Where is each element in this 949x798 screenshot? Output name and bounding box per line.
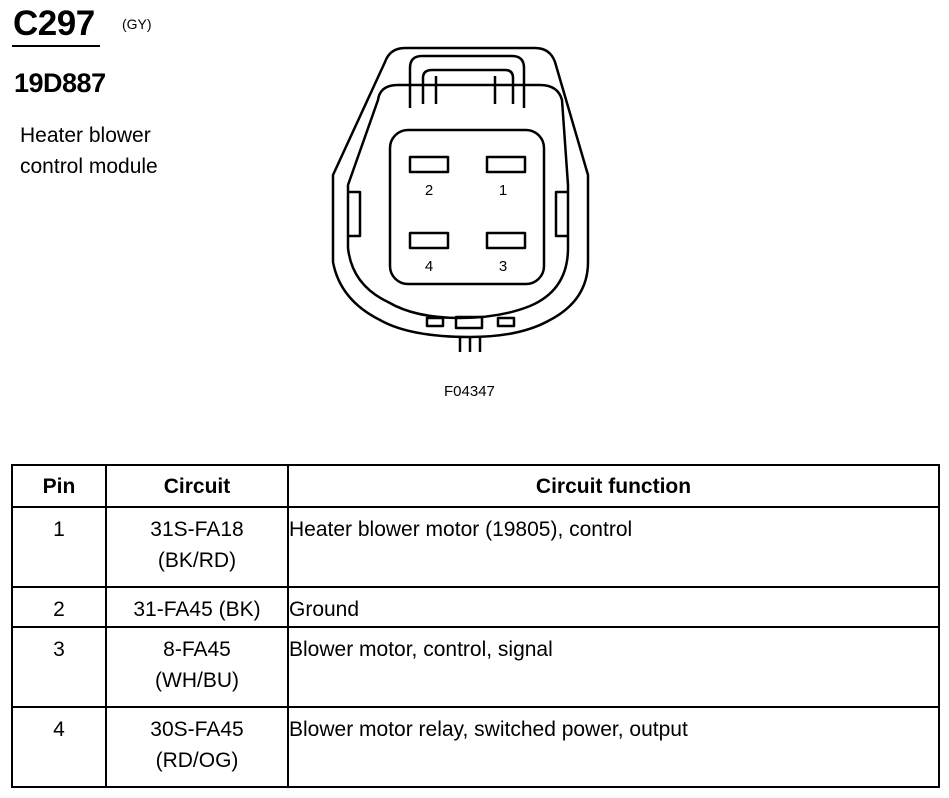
column-header-circuit: Circuit [105,464,289,508]
function-cell: Heater blower motor (19805), control [287,506,940,588]
color-code: (GY) [122,16,152,32]
terminal-2 [408,155,450,174]
table-header-row: Pin Circuit Circuit function [11,464,940,508]
terminal-3 [485,231,527,250]
pinout-table: Pin Circuit Circuit function 1 31S-FA18 … [11,464,940,788]
function-cell: Blower motor, control, signal [287,626,940,708]
terminal-1 [485,155,527,174]
terminal-label: 1 [499,182,507,199]
circuit-line: (BK/RD) [157,549,237,572]
circuit-cell: 31S-FA18 (BK/RD) [105,506,289,588]
component-description: Heater blower control module [20,120,220,182]
pin-cell: 1 [11,506,107,588]
table-row: 3 8-FA45 (WH/BU) Blower motor, control, … [11,626,940,708]
circuit-line: 31-FA45 (BK) [133,598,261,621]
right-side-key [554,190,568,238]
pin-cell: 3 [11,626,107,708]
figure-id: F04347 [444,383,495,400]
circuit-cell: 8-FA45 (WH/BU) [105,626,289,708]
table-row: 4 30S-FA45 (RD/OG) Blower motor relay, s… [11,706,940,788]
table-row: 2 31-FA45 (BK) Ground [11,586,940,628]
locking-tab [408,54,526,108]
left-side-key [348,190,362,238]
column-header-function: Circuit function [287,464,940,508]
terminal-label: 2 [425,182,433,199]
circuit-line: 30S-FA45 [150,718,244,741]
circuit-line: (WH/BU) [155,669,239,692]
table-row: 1 31S-FA18 (BK/RD) Heater blower motor (… [11,506,940,588]
locking-tab-inner [421,68,515,104]
description-line: control module [20,155,158,178]
circuit-line: 8-FA45 [163,638,231,661]
function-cell: Ground [287,586,940,628]
terminal-4 [408,231,450,250]
circuit-cell: 31-FA45 (BK) [105,586,289,628]
bottom-rib-left [425,316,445,328]
terminal-cavity [388,128,546,286]
bottom-rib-center [454,315,484,330]
connector-face-diagram: 2 1 4 3 [331,46,590,352]
pin-cell: 4 [11,706,107,788]
pin-cell: 2 [11,586,107,628]
circuit-line: (RD/OG) [155,749,239,772]
terminal-label: 4 [425,258,433,275]
column-header-pin: Pin [11,464,107,508]
connector-id-underline [12,45,100,47]
part-number: 19D887 [14,68,106,98]
circuit-cell: 30S-FA45 (RD/OG) [105,706,289,788]
terminal-label: 3 [499,258,507,275]
function-cell: Blower motor relay, switched power, outp… [287,706,940,788]
description-line: Heater blower [20,124,151,147]
connector-id: C297 [13,4,95,43]
bottom-rib-right [496,316,516,328]
circuit-line: 31S-FA18 [150,518,244,541]
connector-inner-shell [346,83,570,320]
